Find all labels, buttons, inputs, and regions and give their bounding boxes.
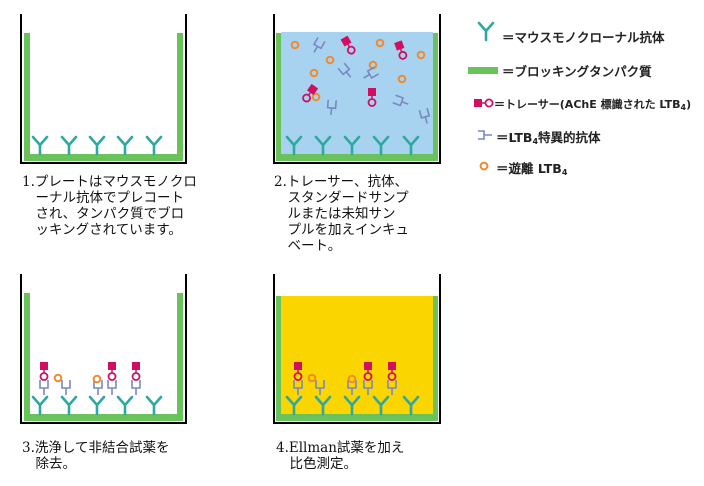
well-wall <box>273 274 441 424</box>
ltb4-antibody-icon <box>478 130 492 140</box>
ltb4-icon <box>53 373 63 383</box>
tracer-icon <box>131 361 141 381</box>
step-3-caption: 3.洗浄して非結合試薬を 除去。 <box>22 440 170 472</box>
antibody-icon <box>145 135 163 156</box>
ltb4-antibody-icon <box>131 379 141 396</box>
legend-label: ＝遊離 LTB4 <box>496 158 567 177</box>
well-3 <box>20 274 187 424</box>
antibody-icon <box>88 395 106 416</box>
antibody-icon <box>116 135 134 156</box>
ltb4-icon <box>92 374 102 384</box>
blocking-protein-layer <box>276 414 438 421</box>
ltb4-antibody-icon <box>61 379 71 396</box>
legend-label-main: ＝トレーサー(AChE 標識された LTB <box>494 98 681 111</box>
antibody-icon <box>88 135 106 156</box>
legend-label-subscript: 4 <box>561 167 568 177</box>
blocking-protein-layer <box>24 414 183 421</box>
antibody-icon <box>60 135 78 156</box>
ltb4-antibody-icon <box>107 379 117 396</box>
well-wall <box>20 14 187 164</box>
legend-ltb4: ＝遊離 LTB4 <box>496 155 567 179</box>
blocking-protein-layer <box>433 33 438 161</box>
legend-symbols <box>468 21 498 171</box>
well-wall <box>273 14 441 164</box>
legend-label-main: ＝LTB <box>496 129 533 145</box>
legend-label-suffix: 特異的抗体 <box>538 129 601 145</box>
blocking-protein-layer <box>177 293 183 421</box>
ltb4-antibody-icon <box>39 379 49 396</box>
legend-tracer: ＝トレーサー(AChE 標識された LTB4) <box>494 92 691 116</box>
blocking-protein-layer <box>276 296 281 421</box>
legend-antibody: ＝マウスモノクローナル抗体 <box>502 24 665 48</box>
tracer-icon <box>39 361 49 381</box>
legend-label: ＝ブロッキングタンパク質 <box>502 63 652 79</box>
blocking-protein-layer <box>177 33 183 161</box>
antibody-icon <box>145 395 163 416</box>
well-2 <box>273 14 441 164</box>
bound-complexes <box>39 361 141 396</box>
legend-label-suffix: ) <box>686 98 692 111</box>
tracer-icon <box>107 361 117 381</box>
blocking-protein-layer <box>276 33 281 161</box>
antibody-row <box>31 395 163 416</box>
step-1-caption: 1.プレートはマウスモノクロ ーナル抗体でプレコート され、タンパク質でブロ ッ… <box>22 174 197 238</box>
ltb4-icon <box>479 161 489 171</box>
legend-label: ＝LTB4特異的抗体 <box>496 127 601 146</box>
antibody-icon <box>31 135 49 156</box>
blocking-protein-icon <box>468 67 498 74</box>
well-wall <box>20 274 187 424</box>
antibody-icon <box>60 395 78 416</box>
legend-ltb4-antibody: ＝LTB4特異的抗体 <box>496 124 601 148</box>
antibody-row <box>31 135 163 156</box>
ellman-reagent <box>281 296 433 416</box>
well-1 <box>20 14 187 164</box>
well-4 <box>273 274 441 424</box>
antibody-icon <box>116 395 134 416</box>
blocking-protein-layer <box>24 33 30 161</box>
step-4-caption: 4.Ellman試薬を加え 比色測定。 <box>276 440 405 472</box>
legend-label-main: ＝遊離 LTB <box>496 160 562 176</box>
legend-label: ＝トレーサー(AChE 標識された LTB4) <box>494 96 691 112</box>
blocking-protein-layer <box>433 296 438 421</box>
tracer-icon <box>474 98 494 108</box>
antibody-icon <box>31 395 49 416</box>
blocking-protein-layer <box>24 154 183 161</box>
legend-label-subscript: 4 <box>680 103 687 112</box>
legend-label: ＝マウスモノクローナル抗体 <box>502 29 665 45</box>
antibody-icon <box>477 21 495 42</box>
step-2-caption: 2.トレーサー、抗体、 スタンダードサンプ ルまたは未知サン プルを加えインキュ… <box>274 174 409 254</box>
blocking-protein-layer <box>276 154 438 161</box>
legend-label-subscript: 4 <box>532 136 539 146</box>
blocking-protein-layer <box>24 293 30 421</box>
legend-blocking-protein: ＝ブロッキングタンパク質 <box>502 58 652 82</box>
